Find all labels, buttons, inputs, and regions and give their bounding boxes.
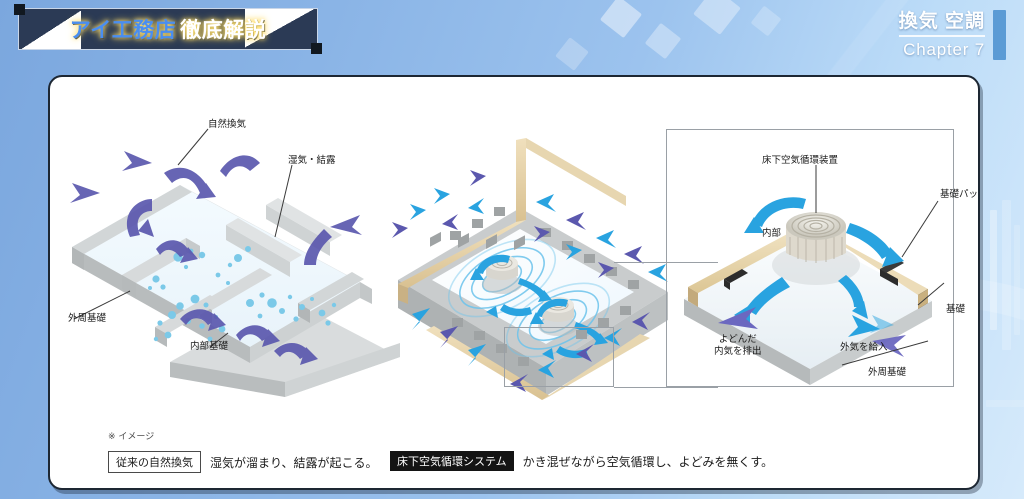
detail-label-outside-air-intake: 外気を給入 <box>840 342 888 353</box>
bg-vbar <box>1002 200 1011 350</box>
left-label-perimeter-foundation: 外周基礎 <box>68 313 107 324</box>
middle-callout-box <box>504 327 614 387</box>
detail-label-interior: 内部 <box>762 228 782 239</box>
banner-subtitle: 徹底解説 <box>180 19 267 42</box>
caption-system: 床下空気循環システム かき混ぜながら空気循環し、よどみを無くす。 <box>390 451 773 471</box>
caption-tag-system: 床下空気循環システム <box>390 451 514 471</box>
middle-diagram <box>392 138 668 400</box>
banner-corner-notch <box>19 9 81 49</box>
detail-panel-frame <box>666 129 954 387</box>
left-label-natural-ventilation: 自然換気 <box>208 119 247 130</box>
chapter-block: 換気 空調 Chapter 7 <box>898 6 1006 60</box>
page-header: アイ工務店 徹底解説 換気 空調 Chapter 7 <box>0 0 1024 72</box>
banner-corner-square <box>311 43 322 54</box>
title-banner: アイ工務店 徹底解説 <box>14 4 322 54</box>
chapter-label: Chapter 7 <box>903 40 985 59</box>
detail-label-exhaust-stale-air: よどんだ 内気を排出 <box>714 334 762 357</box>
left-label-internal-foundation: 内部基礎 <box>190 341 229 352</box>
image-note: ※ イメージ <box>108 432 155 442</box>
banner-corner-notch <box>245 9 317 49</box>
banner-corner-square <box>14 4 25 15</box>
left-label-humidity-condensation: 湿気・結露 <box>288 155 336 166</box>
detail-label-foundation: 基礎 <box>946 304 966 315</box>
left-diagram <box>70 128 400 397</box>
brand-name: アイ工務店 <box>69 19 177 42</box>
caption-conventional: 従来の自然換気 湿気が溜まり、結露が起こる。 <box>108 451 378 473</box>
detail-diagram <box>684 165 945 385</box>
detail-label-perimeter-foundation: 外周基礎 <box>868 367 907 378</box>
chapter-accent-bar <box>993 10 1006 60</box>
caption-text-conventional: 湿気が溜まり、結露が起こる。 <box>210 455 378 470</box>
bg-vbar <box>986 400 1024 407</box>
bg-vbar <box>1014 225 1020 335</box>
content-card: 自然換気 湿気・結露 外周基礎 内部基礎 ※ イメージ <box>48 75 980 490</box>
detail-label-circulation-unit: 床下空気循環装置 <box>762 155 839 166</box>
caption-tag-conventional: 従来の自然換気 <box>108 451 201 473</box>
callout-connector-bottom <box>614 387 718 388</box>
chapter-topic: 換気 空調 <box>898 6 985 37</box>
bg-vbar <box>990 210 997 330</box>
detail-label-foundation-packing: 基礎パッキン <box>940 189 979 200</box>
caption-text-system: かき混ぜながら空気循環し、よどみを無くす。 <box>522 454 774 469</box>
